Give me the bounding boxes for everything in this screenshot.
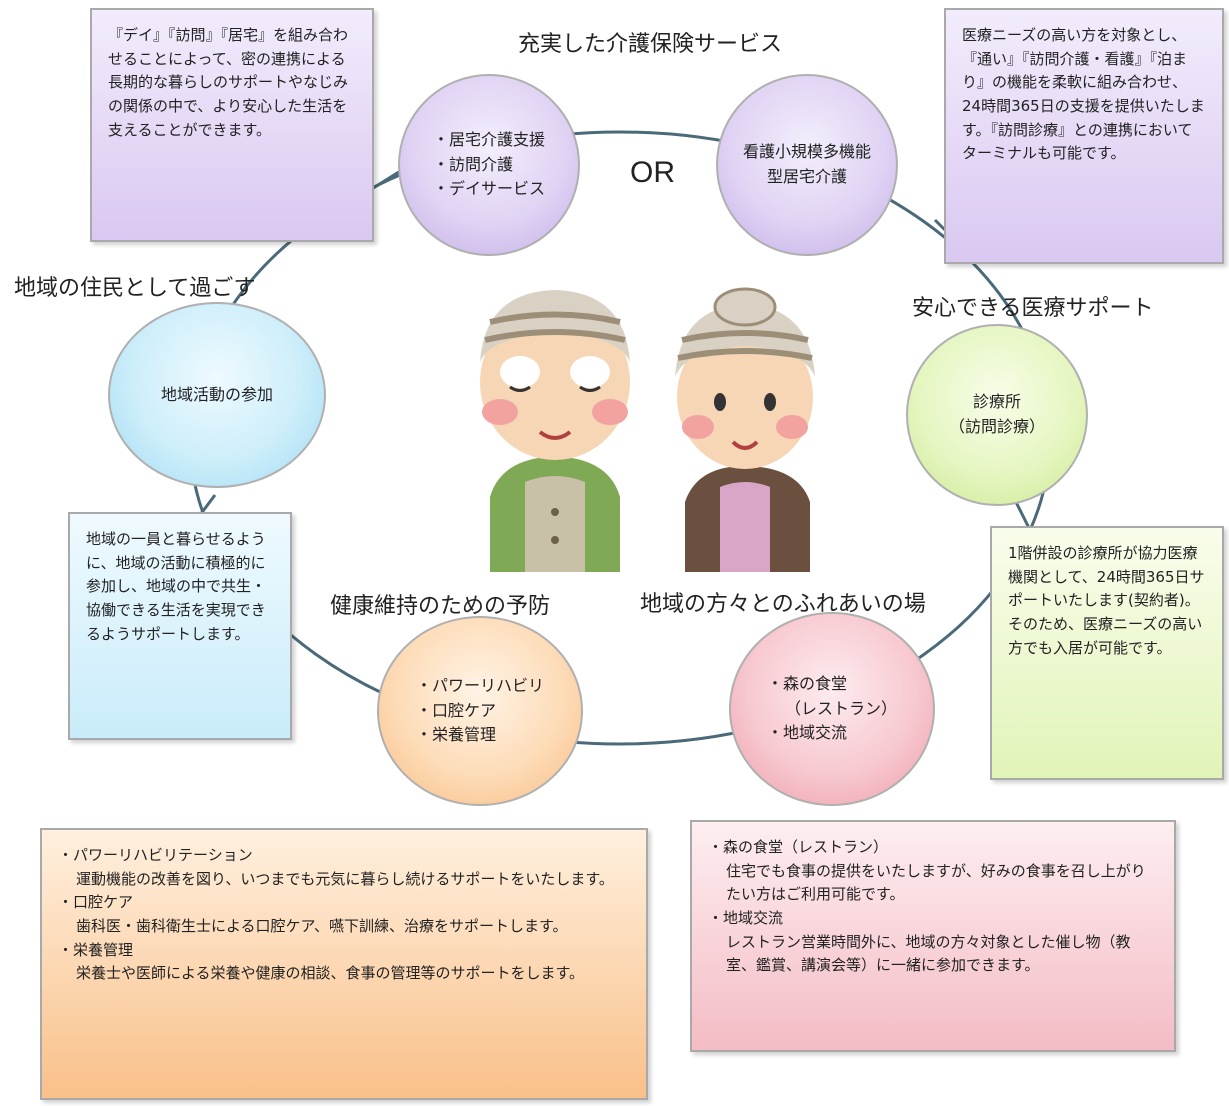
home-care-description: 『デイ』『訪問』『居宅』を組み合わせることによって、密の連携による長期的な暮らし… — [108, 26, 349, 139]
heading-contact: 地域の方々とのふれあいの場 — [640, 592, 926, 617]
box-nursing: 医療ニーズの高い方を対象とし、『通い』『訪問介護・看護』『泊まり』の機能を柔軟に… — [944, 8, 1224, 264]
prevention-item: 栄養管理 — [416, 723, 544, 748]
connector-community — [198, 494, 217, 516]
home-care-item: 居宅介護支援 — [433, 128, 545, 153]
clinic-description: 1階併設の診療所が協力医療機関として、24時間365日サポートいたします(契約者… — [1008, 544, 1205, 657]
home-care-item: 訪問介護 — [433, 153, 545, 178]
restaurant-label-1: ・森の食堂 — [766, 673, 847, 693]
box-home-care: 『デイ』『訪問』『居宅』を組み合わせることによって、密の連携による長期的な暮らし… — [90, 8, 374, 242]
restaurant-item-title: ・森の食堂（レストラン） — [708, 838, 889, 856]
prevention-item-title: ・栄養管理 — [58, 940, 134, 959]
heading-community: 地域の住民として過ごす — [14, 276, 256, 301]
box-clinic: 1階併設の診療所が協力医療機関として、24時間365日サポートいたします(契約者… — [990, 526, 1224, 780]
clinic-label-1: 診療所 — [972, 392, 1021, 412]
box-restaurant: ・森の食堂（レストラン） 住宅でも食事の提供をいたしますが、好みの食事を召し上がり… — [690, 820, 1176, 1052]
restaurant-label-3: ・地域交流 — [766, 723, 847, 743]
circle-community: 地域活動の参加 — [108, 302, 326, 488]
prevention-item: 口腔ケア — [416, 699, 544, 724]
elderly-couple-illustration — [480, 287, 815, 572]
clinic-label-2: （訪問診療） — [948, 417, 1045, 436]
prevention-item-description: 運動機能の改善を図り、いつまでも元気に暮らし続けるサポートをいたします。 — [76, 869, 614, 888]
restaurant-item-description: 住宅でも食事の提供をいたしますが、好みの食事を召し上がりたい方はご利用可能です。 — [726, 861, 1146, 904]
prevention-item-title: ・パワーリハビリテーション — [58, 846, 253, 864]
circle-restaurant: ・森の食堂 （レストラン） ・地域交流 — [729, 612, 935, 806]
or-label: OR — [630, 156, 675, 189]
elderly-man-icon — [480, 290, 630, 572]
nursing-label: 看護小規模多機能型居宅介護 — [742, 142, 871, 186]
box-community: 地域の一員と暮らせるように、地域の活動に積極的に参加し、地域の中で共生・協働でき… — [68, 512, 292, 740]
restaurant-label-2: （レストラン） — [784, 698, 897, 718]
prevention-item: パワーリハビリ — [416, 674, 544, 699]
restaurant-item-description: レストラン営業時間外に、地域の方々対象とした催し物（教室、鑑賞、講演会等）に一緒… — [726, 932, 1131, 975]
box-prevention: ・パワーリハビリテーション運動機能の改善を図り、いつまでも元気に暮らし続けるサポ… — [40, 828, 648, 1100]
restaurant-item-title: ・地域交流 — [708, 909, 784, 928]
circle-clinic: 診療所 （訪問診療） — [906, 324, 1088, 506]
circle-nursing: 看護小規模多機能型居宅介護 — [716, 74, 898, 256]
circle-prevention: パワーリハビリ口腔ケア栄養管理 — [377, 616, 583, 806]
heading-care: 充実した介護保険サービス — [518, 32, 783, 57]
prevention-item-title: ・口腔ケア — [58, 893, 134, 912]
nursing-description: 医療ニーズの高い方を対象とし、『通い』『訪問介護・看護』『泊まり』の機能を柔軟に… — [962, 26, 1205, 163]
circle-home-care: 居宅介護支援訪問介護デイサービス — [398, 74, 580, 256]
heading-medical: 安心できる医療サポート — [912, 296, 1154, 321]
home-care-list: 居宅介護支援訪問介護デイサービス — [433, 128, 545, 202]
home-care-item: デイサービス — [433, 177, 545, 202]
community-description: 地域の一員と暮らせるように、地域の活動に積極的に参加し、地域の中で共生・協働でき… — [86, 530, 267, 643]
prevention-item-description: 歯科医・歯科衛生士による口腔ケア、嚥下訓練、治療をサポートします。 — [76, 917, 568, 936]
elderly-woman-icon — [675, 287, 815, 572]
prevention-item-description: 栄養士や医師による栄養や健康の相談、食事の管理等のサポートをします。 — [76, 964, 585, 983]
community-label: 地域活動の参加 — [160, 384, 273, 404]
heading-prevention: 健康維持のための予防 — [330, 594, 551, 619]
connector-clinic — [1013, 499, 1032, 531]
prevention-list: パワーリハビリ口腔ケア栄養管理 — [416, 674, 544, 748]
